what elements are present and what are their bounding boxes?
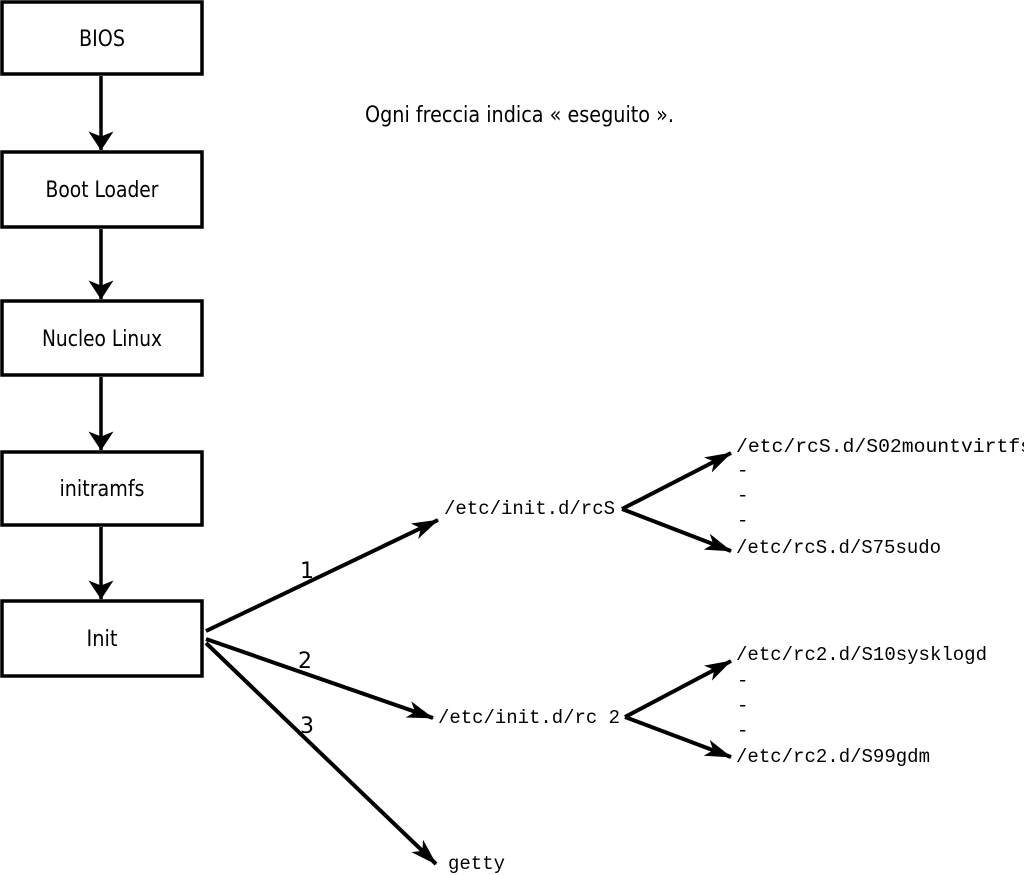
boot-loader-label: Boot Loader (46, 178, 160, 203)
leaf-s75sudo: /etc/rcS.d/S75sudo (736, 537, 941, 559)
ellipsis-dash: - (737, 485, 748, 507)
chain-initramfs: initramfs (0, 450, 204, 527)
initramfs-label: initramfs (60, 477, 145, 502)
arrow-rc2-to-s10 (624, 659, 732, 719)
leaf-s99gdm: /etc/rc2.d/S99gdm (736, 746, 930, 768)
nucleo-linux-label: Nucleo Linux (42, 327, 162, 352)
chain-init: Init (0, 599, 204, 678)
fan-number-3: 3 (300, 714, 314, 739)
bios-label: BIOS (79, 27, 125, 52)
leaf-s10sysklogd: /etc/rc2.d/S10sysklogd (736, 644, 987, 666)
arrow-rcs-to-s02 (621, 451, 732, 511)
initramfs-box (0, 450, 204, 527)
ellipsis-dash: - (737, 670, 748, 692)
arrow-rc2-to-s99 (624, 715, 732, 759)
caption: Ogni freccia indica « eseguito ». (365, 103, 674, 128)
fan-number-1: 1 (300, 559, 314, 584)
leaf-s02mountvirtfs: /etc/rcS.d/S02mountvirtfs (736, 436, 1024, 458)
arrow-init-to-rc2 (205, 637, 434, 720)
fan-number-2: 2 (298, 649, 312, 674)
ellipsis-dash: - (737, 695, 748, 717)
init-box (0, 599, 204, 678)
node-rc2: /etc/init.d/rc 2 (438, 707, 620, 729)
init-label: Init (87, 627, 118, 652)
ellipsis-dash: - (737, 720, 748, 742)
node-getty: getty (448, 853, 505, 875)
chain-bios: BIOS (0, 0, 204, 76)
chain-boot-loader: Boot Loader (0, 150, 204, 229)
ellipsis-dash: - (737, 510, 748, 532)
arrow-rcs-to-s75 (621, 507, 732, 553)
chain-nucleo-linux: Nucleo Linux (0, 299, 204, 377)
node-rcs: /etc/init.d/rcS (444, 498, 615, 520)
arrow-init-to-getty (204, 641, 438, 866)
nucleo-linux-box (0, 299, 204, 377)
ellipsis-dash: - (737, 460, 748, 482)
boot-loader-box (0, 150, 204, 229)
arrow-init-to-rcs (205, 518, 439, 633)
bios-box (0, 0, 204, 76)
